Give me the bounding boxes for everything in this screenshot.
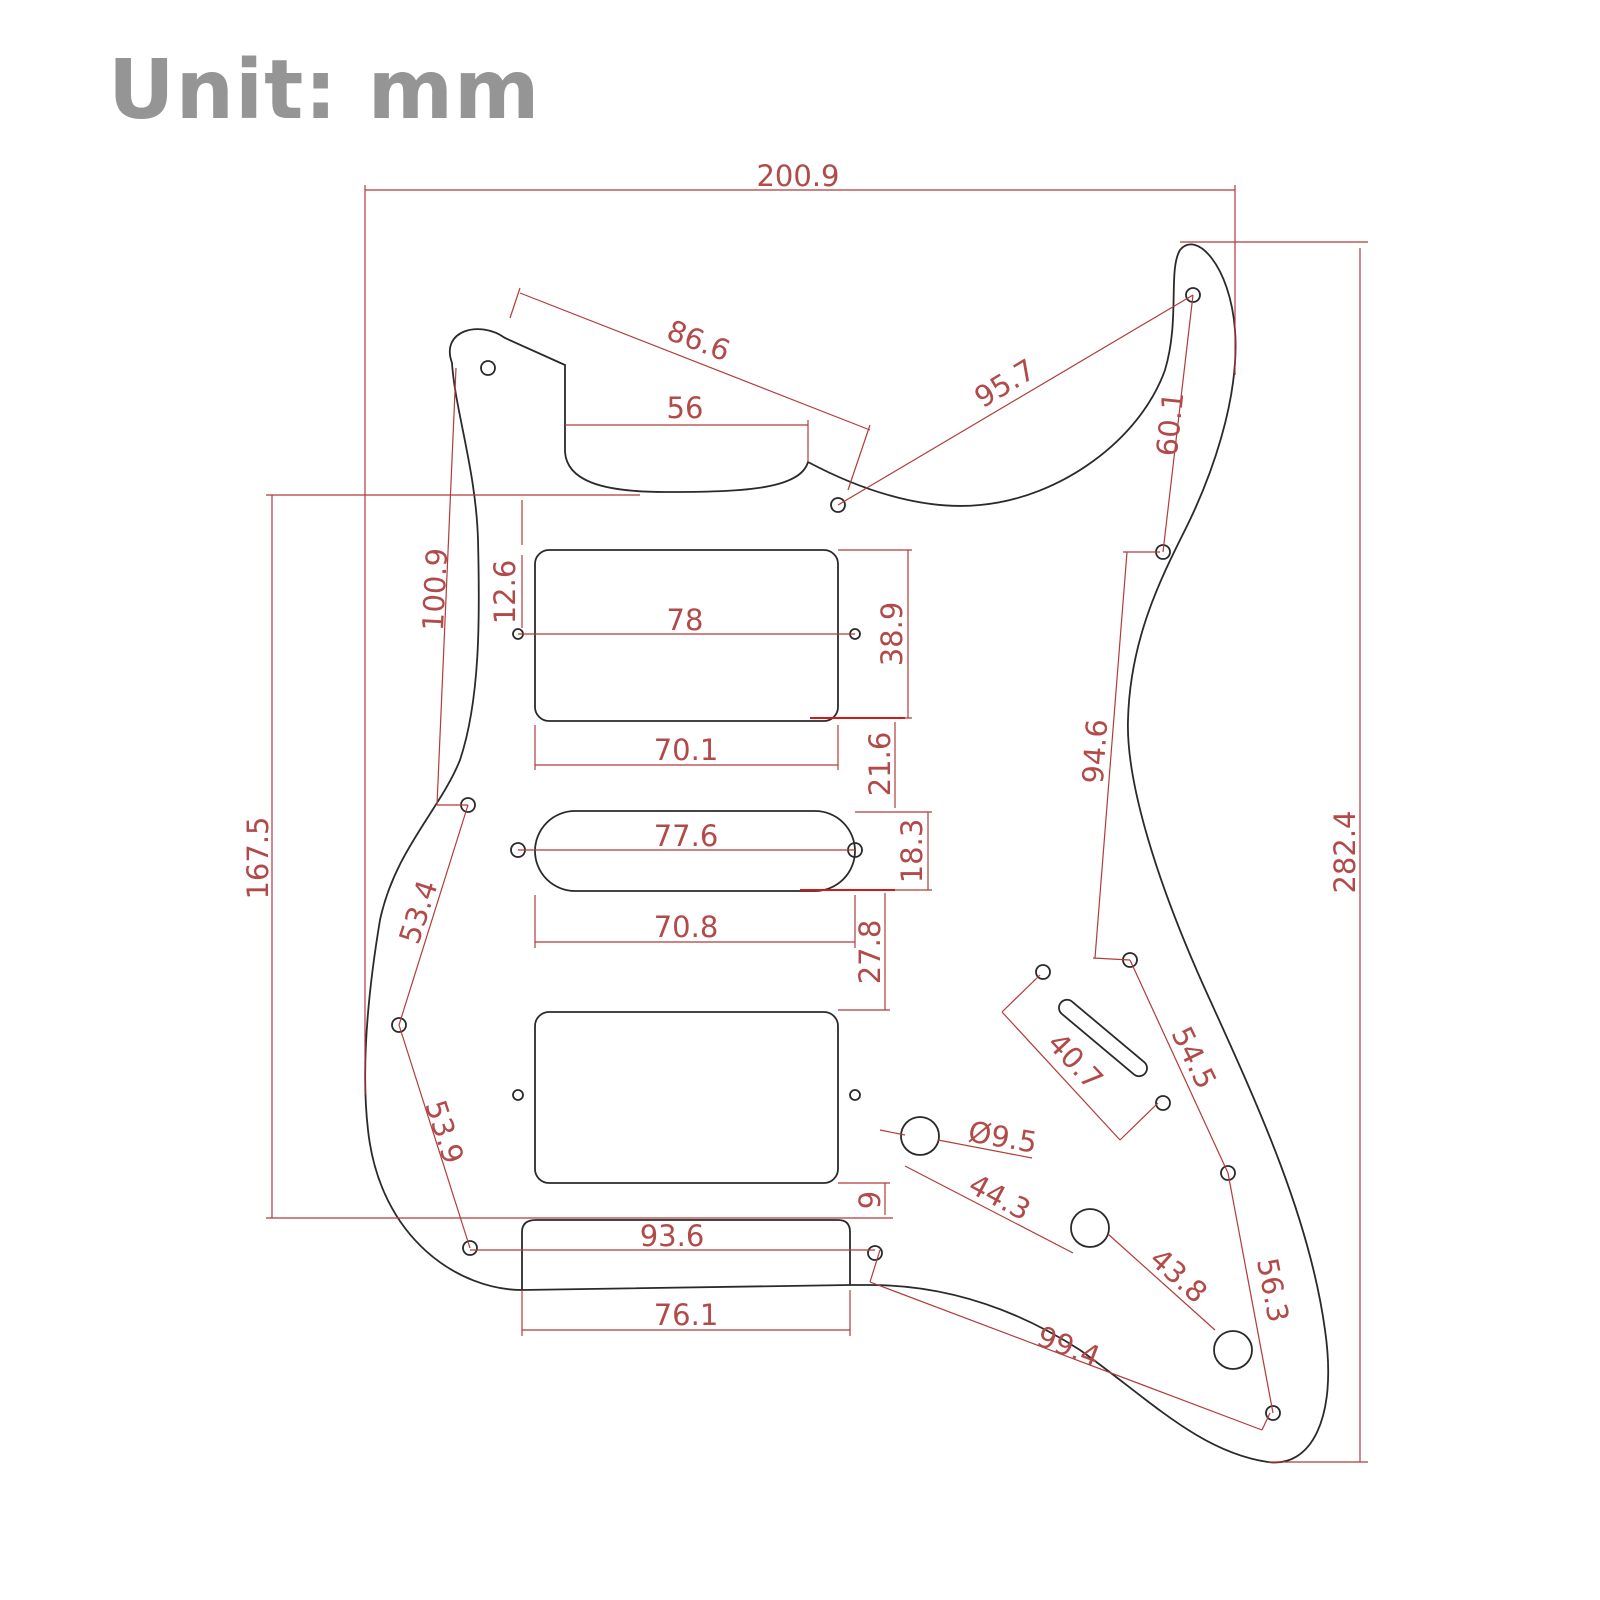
screw-hole — [1185, 287, 1201, 303]
dim-label: 94.6 — [1076, 718, 1114, 785]
unit-title: Unit: mm — [108, 43, 541, 138]
dim-label: 54.5 — [1165, 1021, 1224, 1094]
screw-hole — [1155, 1095, 1171, 1111]
screw-hole — [1220, 1165, 1236, 1181]
dim-label: 86.6 — [662, 313, 734, 368]
dim-label: 53.4 — [392, 876, 444, 948]
dim-label: 100.9 — [416, 547, 454, 632]
screw-hole — [830, 497, 846, 513]
dim-label: 21.6 — [863, 732, 897, 797]
pickguard-outline — [364, 243, 1330, 1464]
bridge-humbucker-cutout — [534, 1011, 839, 1184]
middle-single-cutout — [534, 810, 856, 892]
dim-label: 40.7 — [1041, 1026, 1110, 1096]
dim-label: 282.4 — [1328, 810, 1362, 893]
dim-label: 53.9 — [418, 1096, 470, 1168]
dim-label: 93.6 — [640, 1219, 705, 1253]
bridge-bottom-cutout — [521, 1219, 851, 1290]
screw-hole — [391, 1017, 407, 1033]
dim-label: 43.8 — [1143, 1241, 1214, 1309]
dim-label: 18.3 — [895, 819, 929, 884]
screw-hole — [480, 360, 496, 376]
dim-label: 200.9 — [756, 159, 839, 193]
neck-humbucker-cutout — [534, 549, 839, 722]
dim-label: 77.6 — [654, 819, 719, 853]
switch-slot — [1058, 998, 1148, 1078]
emphasis-lines — [800, 717, 905, 891]
dim-label: 99.4 — [1032, 1319, 1104, 1374]
dim-label: 56 — [667, 391, 704, 425]
dim-label: 60.1 — [1150, 390, 1191, 458]
pot-hole — [900, 1116, 940, 1156]
dim-label: 78 — [667, 603, 704, 637]
screw-hole — [867, 1245, 883, 1261]
pot-hole — [1213, 1330, 1253, 1370]
screw-hole — [849, 1089, 861, 1101]
dim-label: 70.8 — [654, 910, 719, 944]
dim-label: Ø9.5 — [966, 1114, 1040, 1159]
dim-label: 38.9 — [875, 602, 909, 667]
pot-hole — [1070, 1208, 1110, 1248]
dim-label: 95.7 — [968, 352, 1041, 414]
dim-label: 44.3 — [963, 1167, 1036, 1227]
dimension-lines — [266, 185, 1368, 1463]
dim-label: 167.5 — [241, 816, 275, 899]
screw-hole — [512, 1089, 524, 1101]
dim-label: 12.6 — [488, 560, 522, 625]
dim-label: 9 — [853, 1191, 887, 1209]
screw-hole — [1265, 1405, 1281, 1421]
dim-label: 70.1 — [654, 733, 719, 767]
screw-hole — [1035, 964, 1051, 980]
dim-label: 76.1 — [654, 1298, 719, 1332]
dim-label: 56.3 — [1250, 1255, 1296, 1325]
screw-hole — [462, 1240, 478, 1256]
dim-label: 27.8 — [853, 920, 887, 985]
